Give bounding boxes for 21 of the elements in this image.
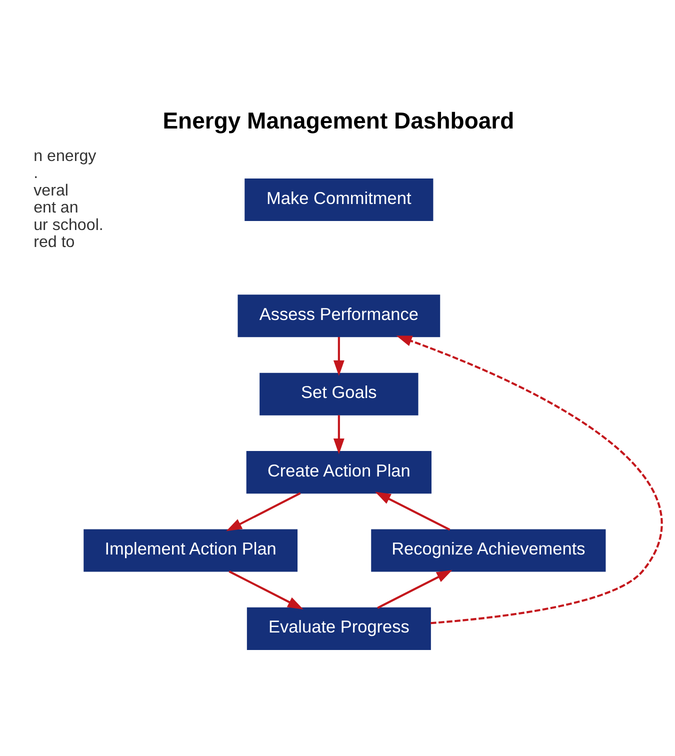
label: . (34, 164, 38, 182)
label: veral (34, 181, 68, 200)
arrow (228, 570, 304, 610)
label: red to (34, 233, 75, 252)
arrow (226, 492, 301, 532)
node-box: Implement Action Plan (84, 529, 298, 572)
node-box: Set Goals (260, 372, 418, 416)
node-box: Evaluate Progress (246, 607, 431, 650)
node-box: Assess Performance (238, 294, 440, 338)
node-box: Recognize Achievements (371, 529, 606, 572)
diagram-title: Energy Management Dashboard (162, 107, 514, 134)
node-box: Create Action Plan (246, 451, 432, 494)
arrow (396, 336, 662, 624)
label: ur school. (34, 216, 104, 234)
arrow (377, 570, 452, 609)
label: ent an (34, 198, 78, 217)
node-box: Make Commitment (244, 178, 434, 222)
arrow (333, 337, 344, 376)
arrow (333, 415, 344, 454)
arrow (375, 492, 450, 531)
label: n energy (34, 146, 96, 165)
